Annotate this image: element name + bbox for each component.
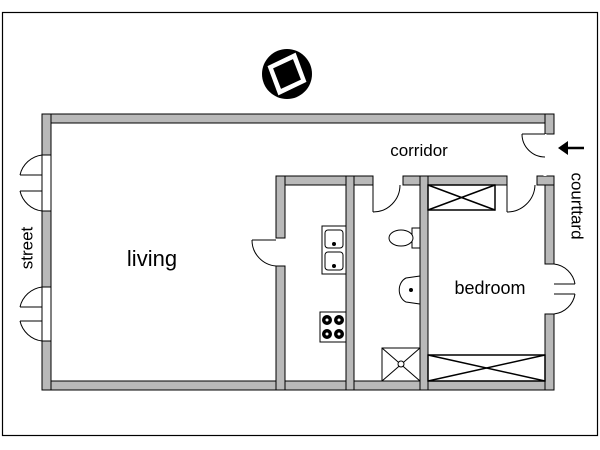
- wall-bath-bedroom: [419, 175, 429, 391]
- room-label-living: living: [127, 246, 177, 271]
- wall-corridor-3: [536, 175, 555, 186]
- wall-left-middle: [41, 210, 52, 288]
- wall-left-lower: [41, 340, 52, 391]
- doors: [251, 133, 576, 315]
- stove-icon: [319, 311, 347, 343]
- shower-icon: [381, 347, 421, 382]
- kitchen-fixtures: [319, 225, 347, 343]
- wall-right-lower: [544, 313, 555, 391]
- bath-fixtures: [381, 227, 421, 382]
- wall-left-upper: [41, 113, 52, 156]
- street-windows: [19, 154, 52, 342]
- wall-bottom: [41, 380, 555, 391]
- wall-corridor-1: [275, 175, 374, 186]
- sink-icon: [321, 225, 347, 275]
- toilet-icon: [388, 227, 421, 249]
- label-courtyard: courttard: [568, 172, 587, 239]
- wall-kitchen-left-upper: [275, 175, 286, 239]
- room-label-corridor: corridor: [390, 141, 448, 160]
- compass-icon: N: [262, 49, 312, 99]
- bedroom-door: [506, 184, 536, 213]
- closet-bottom: [427, 354, 546, 382]
- entry-arrow-icon: [558, 141, 584, 155]
- wall-top: [41, 113, 555, 124]
- closets: [427, 184, 546, 382]
- walls: [41, 113, 555, 391]
- wall-kitchen-left-lower: [275, 265, 286, 391]
- wall-corridor-2: [402, 175, 508, 186]
- wall-right-middle: [544, 175, 555, 265]
- closet-top: [427, 184, 496, 211]
- kitchen-door: [251, 239, 277, 267]
- wall-right-top: [544, 113, 555, 135]
- label-street: street: [18, 226, 37, 269]
- wall-kitchen-bath: [345, 175, 355, 391]
- entry-door: [521, 133, 547, 176]
- washbasin-icon: [398, 275, 421, 305]
- room-label-bedroom: bedroom: [454, 278, 525, 298]
- courtyard-window: [553, 263, 576, 315]
- plan-frame: [1, 11, 599, 437]
- bath-door: [372, 184, 401, 213]
